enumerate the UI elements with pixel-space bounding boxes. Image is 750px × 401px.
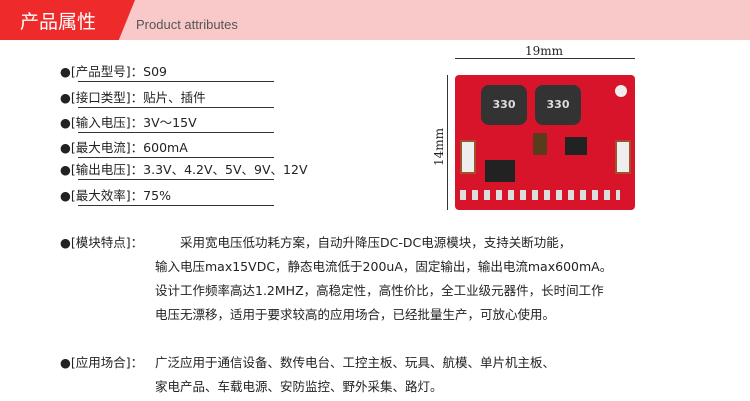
inductor: 330 [535, 85, 581, 125]
features-line: 设计工作频率高达1.2MHZ，高稳定性，高性价比，全工业级元器件，长时间工作 [155, 283, 604, 298]
attribute-row: ●[产品型号]：S09 [60, 63, 274, 82]
features-line: 电压无漂移，适用于要求较高的应用场合，已经批量生产，可放心使用。 [155, 307, 556, 322]
header-title-cn: 产品属性 [20, 11, 97, 33]
features-block: ●[模块特点]： 采用宽电压低功耗方案，自动升降压DC-DC电源模块，支持关断功能… [60, 231, 612, 327]
header-red-tab [0, 0, 135, 40]
applications-block: ●[应用场合]： 广泛应用于通信设备、数传电台、工控主板、玩具、航模、单片机主板、… [60, 351, 555, 399]
attribute-value: 75% [143, 188, 171, 203]
applications-label: ●[应用场合]： [60, 355, 144, 370]
width-dimension: 19mm [525, 44, 564, 58]
attribute-value: 3.3V、4.2V、5V、9V、12V [143, 162, 308, 177]
features-line: 采用宽电压低功耗方案，自动升降压DC-DC电源模块，支持关断功能， [180, 235, 572, 250]
attribute-row: ●[最大电流]：600mA [60, 139, 274, 158]
height-dimension: 14mm [432, 127, 447, 167]
attribute-label: ●[输出电压]： [60, 162, 144, 177]
applications-line: 家电产品、车载电源、安防监控、野外采集、路灯。 [155, 379, 443, 394]
section-header: 产品属性 Product attributes [0, 0, 750, 40]
inductor: 330 [481, 85, 527, 125]
attribute-row: ●[输出电压]：3.3V、4.2V、5V、9V、12V [60, 161, 308, 180]
attribute-label: ●[接口类型]： [60, 90, 144, 105]
attribute-value: 贴片、插件 [143, 90, 206, 105]
attribute-label: ●[产品型号]： [60, 64, 144, 79]
features-line: 输入电压max15VDC，静态电流低于200uA，固定输出，输出电流max600… [155, 259, 613, 274]
features-label: ●[模块特点]： [60, 235, 144, 250]
attribute-value: S09 [143, 64, 168, 79]
attribute-value: 600mA [143, 140, 188, 155]
attribute-label: ●[最大效率]： [60, 188, 144, 203]
attribute-row: ●[接口类型]：贴片、插件 [60, 89, 274, 108]
attribute-row: ●[最大效率]：75% [60, 187, 274, 206]
applications-line: 广泛应用于通信设备、数传电台、工控主板、玩具、航模、单片机主板、 [155, 355, 556, 370]
attribute-value: 3V～15V [143, 115, 197, 130]
attribute-row: ●[输入电压]：3V～15V [60, 114, 274, 133]
pcb-board: 330 330 [455, 75, 635, 210]
attribute-label: ●[最大电流]： [60, 140, 144, 155]
attribute-label: ●[输入电压]： [60, 115, 144, 130]
header-title-en: Product attributes [136, 17, 238, 32]
